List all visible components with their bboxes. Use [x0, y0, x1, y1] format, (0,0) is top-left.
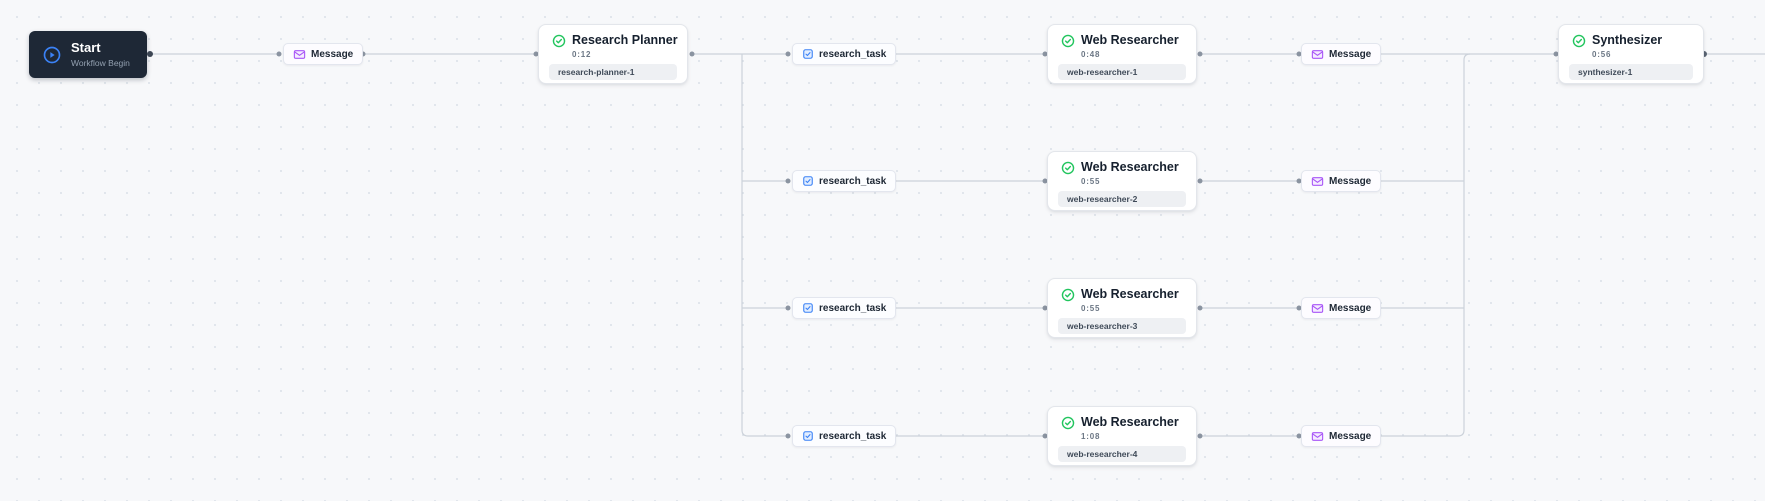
node-duration: 0:12 [572, 49, 592, 59]
badge-label: research_task [819, 302, 887, 314]
badge-label: Message [1329, 175, 1372, 187]
badge-label: Message [1329, 430, 1372, 442]
envelope-icon [1311, 175, 1324, 188]
check-circle-icon [1061, 416, 1075, 430]
node-instance-id: research-planner-1 [549, 63, 677, 80]
node-title: Synthesizer [1592, 33, 1663, 47]
node-title: Web Researcher [1081, 33, 1179, 47]
node-title: Web Researcher [1081, 160, 1179, 174]
task-badge-3[interactable]: research_task [792, 297, 897, 319]
node-title: Web Researcher [1081, 287, 1179, 301]
envelope-icon [293, 48, 306, 61]
check-circle-icon [1061, 288, 1075, 302]
check-circle-icon [552, 34, 566, 48]
node-start[interactable]: Start Workflow Begin [29, 31, 147, 78]
node-web-researcher-3[interactable]: Web Researcher 0:55 web-researcher-3 [1047, 278, 1197, 338]
connection-dots[interactable] [147, 51, 1707, 439]
message-badge-3[interactable]: Message [1301, 297, 1382, 319]
message-badge-1[interactable]: Message [1301, 43, 1382, 65]
badge-label: research_task [819, 430, 887, 442]
checkbox-icon [802, 302, 814, 314]
node-instance-id: web-researcher-3 [1058, 317, 1186, 334]
node-title: Web Researcher [1081, 415, 1179, 429]
node-research-planner[interactable]: Research Planner 0:12 research-planner-1 [538, 24, 688, 84]
node-instance-id: web-researcher-2 [1058, 190, 1186, 207]
node-duration: 0:55 [1081, 176, 1101, 186]
node-web-researcher-1[interactable]: Web Researcher 0:48 web-researcher-1 [1047, 24, 1197, 84]
check-circle-icon [1061, 34, 1075, 48]
badge-label: research_task [819, 175, 887, 187]
task-badge-1[interactable]: research_task [792, 43, 897, 65]
envelope-icon [1311, 302, 1324, 315]
task-badge-4[interactable]: research_task [792, 425, 897, 447]
message-badge-4[interactable]: Message [1301, 425, 1382, 447]
checkbox-icon [802, 430, 814, 442]
envelope-icon [1311, 48, 1324, 61]
node-title: Research Planner [572, 33, 678, 47]
node-duration: 0:55 [1081, 303, 1101, 313]
start-subtitle: Workflow Begin [71, 58, 130, 69]
badge-label: Message [1329, 48, 1372, 60]
node-instance-id: web-researcher-4 [1058, 445, 1186, 462]
node-web-researcher-4[interactable]: Web Researcher 1:08 web-researcher-4 [1047, 406, 1197, 466]
badge-label: Message [1329, 302, 1372, 314]
message-badge-start[interactable]: Message [283, 43, 364, 65]
envelope-icon [1311, 430, 1324, 443]
badge-label: Message [311, 48, 354, 60]
node-duration: 0:48 [1081, 49, 1101, 59]
message-badge-2[interactable]: Message [1301, 170, 1382, 192]
node-instance-id: synthesizer-1 [1569, 63, 1693, 80]
node-instance-id: web-researcher-1 [1058, 63, 1186, 80]
badge-label: research_task [819, 48, 887, 60]
start-title: Start [71, 39, 101, 55]
check-circle-icon [1061, 161, 1075, 175]
edge-lines [150, 53, 1765, 437]
check-circle-icon [1572, 34, 1586, 48]
node-duration: 1:08 [1081, 431, 1101, 441]
task-badge-2[interactable]: research_task [792, 170, 897, 192]
checkbox-icon [802, 175, 814, 187]
node-synthesizer[interactable]: Synthesizer 0:56 synthesizer-1 [1558, 24, 1704, 84]
play-circle-icon [42, 45, 62, 65]
node-web-researcher-2[interactable]: Web Researcher 0:55 web-researcher-2 [1047, 151, 1197, 211]
checkbox-icon [802, 48, 814, 60]
node-duration: 0:56 [1592, 49, 1612, 59]
